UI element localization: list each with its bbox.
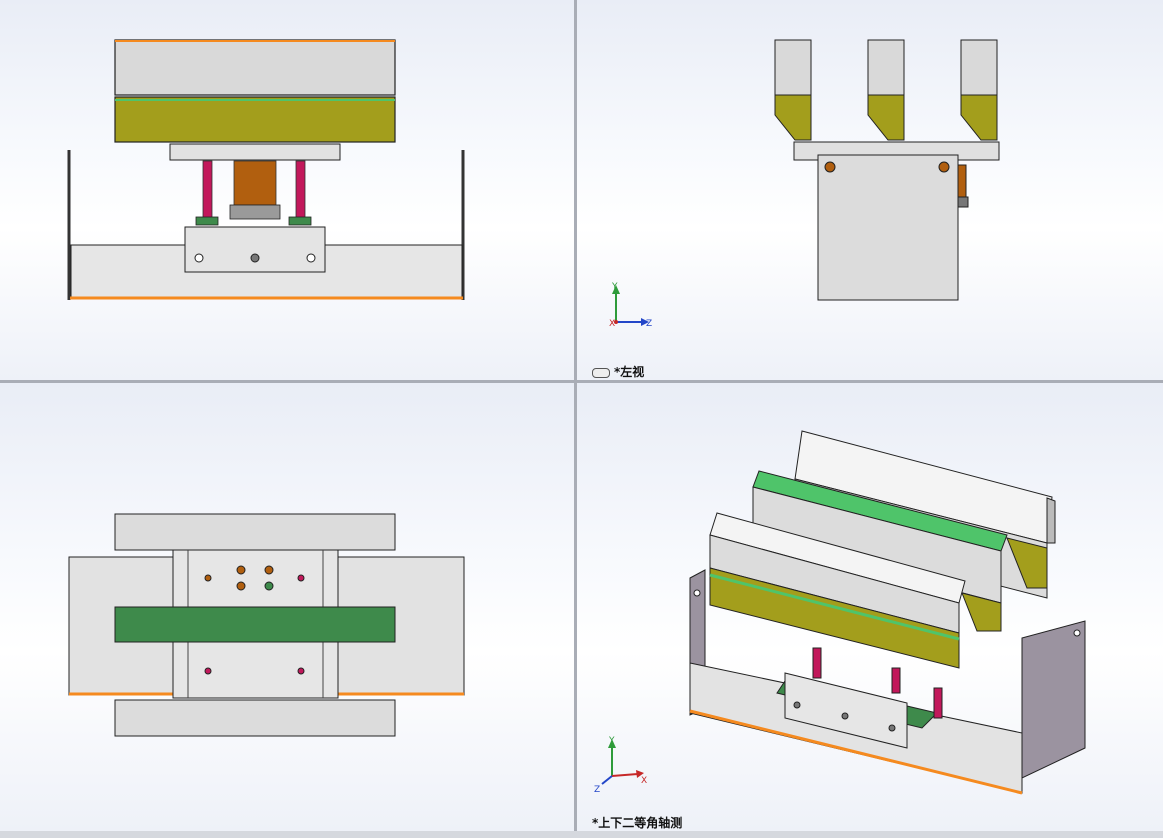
olive-block [114, 96, 396, 143]
iso-axis-z-label: Z [594, 785, 600, 795]
view-label-left: *左视 [592, 363, 644, 380]
viewport-front[interactable] [0, 0, 574, 380]
axis-x-label: X [609, 319, 615, 329]
side-body [817, 154, 959, 301]
clamp-block [184, 226, 326, 273]
viewport-horizontal-splitter[interactable] [0, 380, 1163, 383]
cylinder-body [233, 160, 277, 206]
bottom-status-strip [0, 831, 1163, 838]
top-view-drawing [68, 513, 465, 737]
link-icon[interactable] [592, 367, 610, 378]
guide-rod-right [295, 160, 306, 220]
iso-axis-x-label: X [641, 776, 647, 786]
isometric-drawing: Y X Z [594, 430, 1086, 795]
axis-y-label: Y [611, 282, 618, 292]
axis-z-label: Z [646, 319, 652, 329]
green-strip-top [114, 606, 396, 643]
top-block [114, 39, 396, 96]
iso-axis-y-label: Y [608, 736, 615, 746]
viewport-left-view[interactable]: Y X Z *左视 [577, 0, 1163, 380]
mount-plate [169, 143, 341, 161]
view-label-isometric: *上下二等角轴测 [592, 816, 683, 830]
viewport-top-view[interactable] [0, 383, 574, 831]
guide-rod-left [202, 160, 213, 220]
front-view-drawing [67, 39, 465, 300]
viewport-vertical-splitter[interactable] [574, 0, 577, 838]
left-view-drawing: Y X Z [609, 39, 1000, 329]
viewport-isometric[interactable]: Y X Z *上下二等角轴测 [577, 383, 1163, 831]
